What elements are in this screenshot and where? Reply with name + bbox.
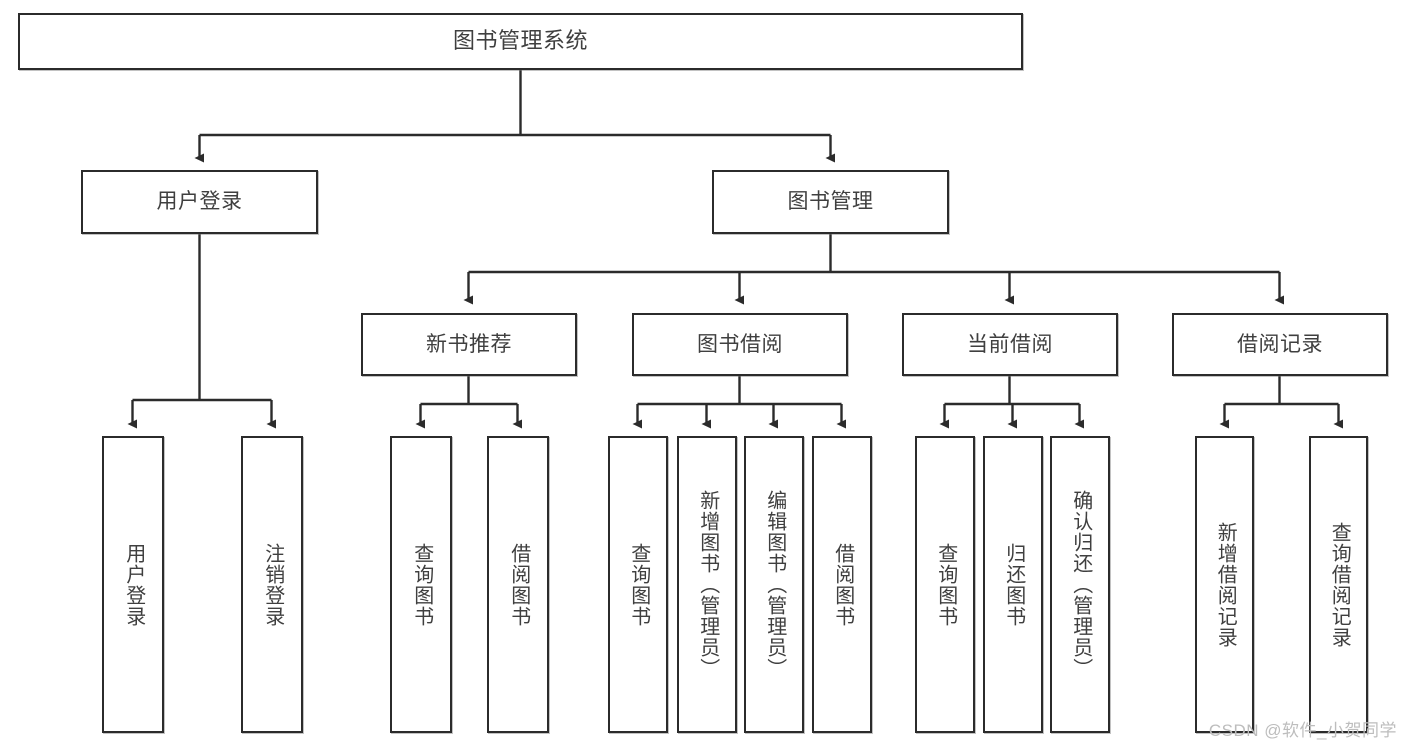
node-label: 当前借阅 <box>967 332 1053 356</box>
node-label: 查询图书 <box>934 542 957 627</box>
node-book-manage[interactable]: 图书管理 <box>712 170 949 234</box>
node-root-system[interactable]: 图书管理系统 <box>18 13 1023 70</box>
node-label: 借阅图书 <box>831 542 854 627</box>
node-label: 新增借阅记录 <box>1214 521 1237 648</box>
node-label: 查询借阅记录 <box>1328 521 1351 648</box>
node-current-borrow[interactable]: 当前借阅 <box>902 313 1118 376</box>
node-label: 图书管理 <box>787 190 874 214</box>
node-label: 新书推荐 <box>426 332 512 356</box>
node-label: 用户登录 <box>122 542 145 627</box>
node-book-borrow[interactable]: 图书借阅 <box>632 313 848 376</box>
leaf-borrow-book[interactable]: 借阅图书 <box>812 436 872 733</box>
leaf-user-login[interactable]: 用户登录 <box>102 436 164 733</box>
leaf-query-book-recommend[interactable]: 查询图书 <box>390 436 452 733</box>
node-label: 借阅图书 <box>507 542 530 627</box>
node-label: 新增图书（管理员） <box>696 490 719 679</box>
leaf-return-book[interactable]: 归还图书 <box>983 436 1043 733</box>
node-label: 查询图书 <box>410 542 433 627</box>
node-label: 注销登录 <box>261 542 284 627</box>
node-label: 图书借阅 <box>697 332 783 356</box>
node-label: 查询图书 <box>627 542 650 627</box>
node-borrow-record[interactable]: 借阅记录 <box>1172 313 1388 376</box>
node-label: 用户登录 <box>156 190 243 214</box>
leaf-confirm-return[interactable]: 确认归还（管理员） <box>1050 436 1110 733</box>
leaf-edit-book[interactable]: 编辑图书（管理员） <box>744 436 804 733</box>
node-label: 归还图书 <box>1002 542 1025 627</box>
node-label: 图书管理系统 <box>452 28 588 54</box>
node-label: 借阅记录 <box>1237 332 1323 356</box>
leaf-borrow-book-recommend[interactable]: 借阅图书 <box>487 436 549 733</box>
node-new-book-recommend[interactable]: 新书推荐 <box>361 313 577 376</box>
leaf-logout-login[interactable]: 注销登录 <box>241 436 303 733</box>
leaf-query-borrow-record[interactable]: 查询借阅记录 <box>1309 436 1368 733</box>
node-user-login[interactable]: 用户登录 <box>81 170 318 234</box>
leaf-query-book-current[interactable]: 查询图书 <box>915 436 975 733</box>
node-label: 确认归还（管理员） <box>1069 490 1092 679</box>
leaf-query-book-borrow[interactable]: 查询图书 <box>608 436 668 733</box>
leaf-add-book[interactable]: 新增图书（管理员） <box>677 436 737 733</box>
node-label: 编辑图书（管理员） <box>763 490 786 679</box>
leaf-add-borrow-record[interactable]: 新增借阅记录 <box>1195 436 1254 733</box>
watermark-text: CSDN @软件_小贺同学 <box>1208 721 1397 740</box>
